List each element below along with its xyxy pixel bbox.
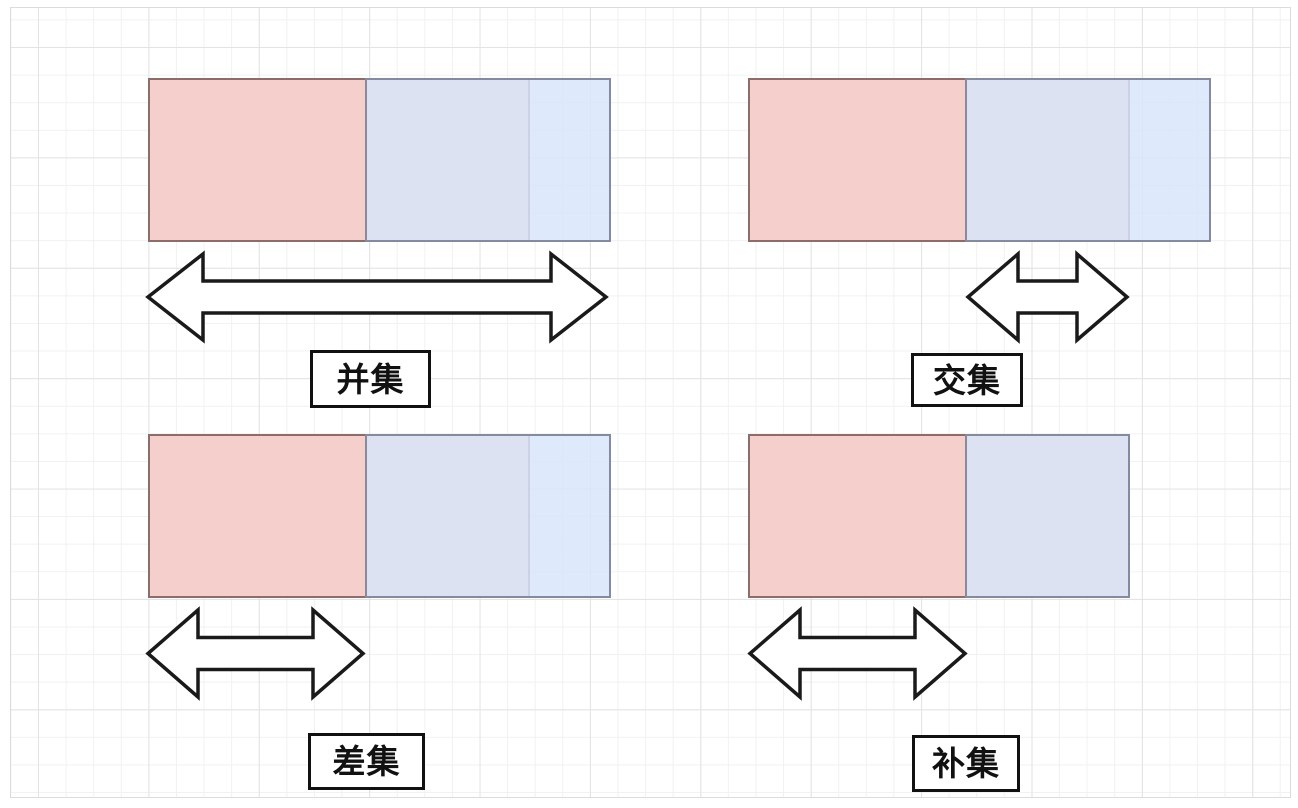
operation-label: 交集 bbox=[933, 360, 1001, 400]
double-arrow-icon[interactable] bbox=[145, 250, 609, 344]
operation-label-box[interactable]: 补集 bbox=[912, 735, 1020, 792]
operation-label-box[interactable]: 交集 bbox=[911, 353, 1023, 407]
set-b-rectangle[interactable] bbox=[965, 78, 1211, 242]
panel-complement: 补集 bbox=[747, 434, 1212, 796]
set-b-rectangle[interactable] bbox=[365, 78, 611, 242]
panel-difference: 差集 bbox=[145, 434, 612, 796]
set-b-rectangle[interactable] bbox=[365, 434, 611, 598]
double-arrow-icon[interactable] bbox=[747, 606, 968, 701]
operation-label: 并集 bbox=[336, 359, 405, 399]
double-arrow-icon[interactable] bbox=[145, 606, 366, 701]
operation-label-box[interactable]: 并集 bbox=[310, 350, 431, 408]
panel-intersection: 交集 bbox=[748, 78, 1212, 410]
operation-label-box[interactable]: 差集 bbox=[308, 733, 425, 790]
double-arrow-icon[interactable] bbox=[965, 250, 1130, 344]
operation-label: 补集 bbox=[932, 744, 1000, 783]
set-b-rectangle[interactable] bbox=[965, 434, 1130, 598]
operation-label: 差集 bbox=[332, 742, 401, 781]
panel-union: 并集 bbox=[145, 78, 612, 410]
